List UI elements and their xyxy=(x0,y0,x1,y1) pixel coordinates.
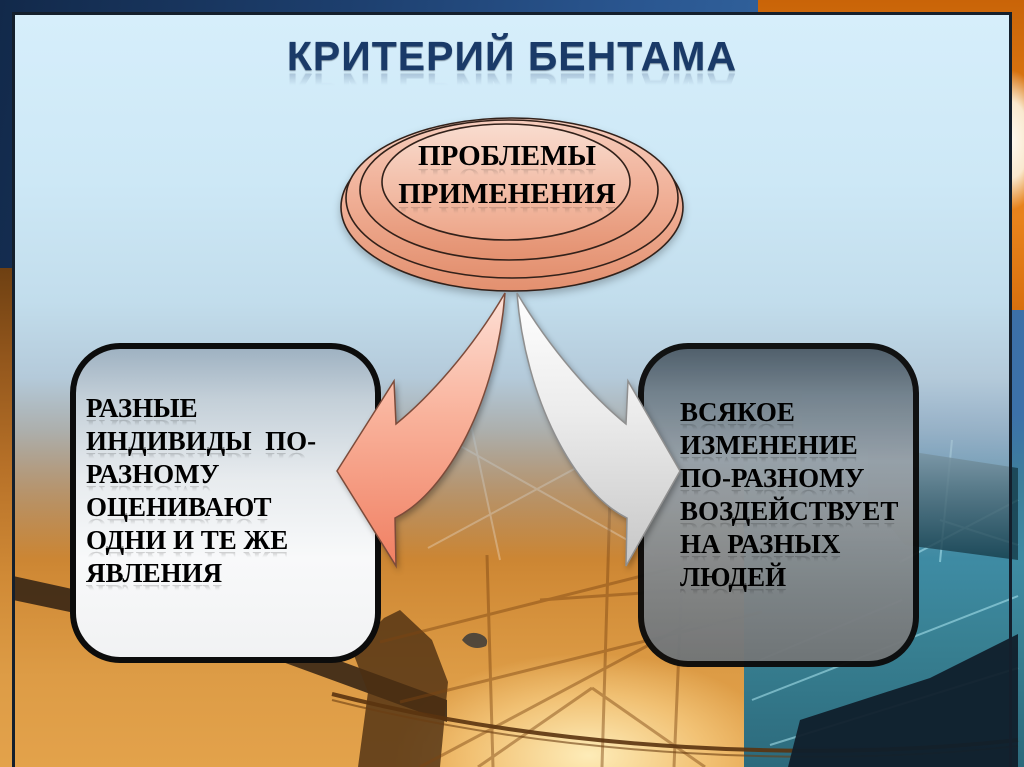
text-line: ИНДИВИДЫ ПО- xyxy=(86,426,317,456)
text-line: НА РАЗНЫХ xyxy=(680,529,841,559)
text-line: ВОЗДЕЙСТВУЕТ xyxy=(680,496,899,526)
text-line: ВСЯКОЕ xyxy=(680,397,795,427)
text-line: ИЗМЕНЕНИЕ xyxy=(680,430,858,460)
text-line: ОЦЕНИВАЮТ xyxy=(86,492,272,522)
text-line: ПРИМЕНЕНИЯ xyxy=(398,178,616,210)
text-line: ПО-РАЗНОМУ xyxy=(680,463,865,493)
right-text-box xyxy=(638,343,919,667)
left-box-text: РАЗНЫЕ ИНДИВИДЫ ПО- РАЗНОМУ ОЦЕНИВАЮТ ОД… xyxy=(86,392,378,590)
text-line: ЛЮДЕЙ xyxy=(680,562,787,592)
slide-title: КРИТЕРИЙ БЕНТАМА xyxy=(286,33,738,79)
text-line: ОДНИ И ТЕ ЖЕ xyxy=(86,525,289,555)
text-line: РАЗНОМУ xyxy=(86,459,220,489)
text-line: РАЗНЫЕ xyxy=(86,393,198,423)
text-line: ПРОБЛЕМЫ xyxy=(418,140,596,172)
text-line: ЯВЛЕНИЯ xyxy=(86,558,223,588)
oval-label: ПРОБЛЕМЫ ПРИМЕНЕНИЯ xyxy=(378,137,636,213)
right-box-text: ВСЯКОЕ ИЗМЕНЕНИЕ ПО-РАЗНОМУ ВОЗДЕЙСТВУЕТ… xyxy=(680,396,918,594)
